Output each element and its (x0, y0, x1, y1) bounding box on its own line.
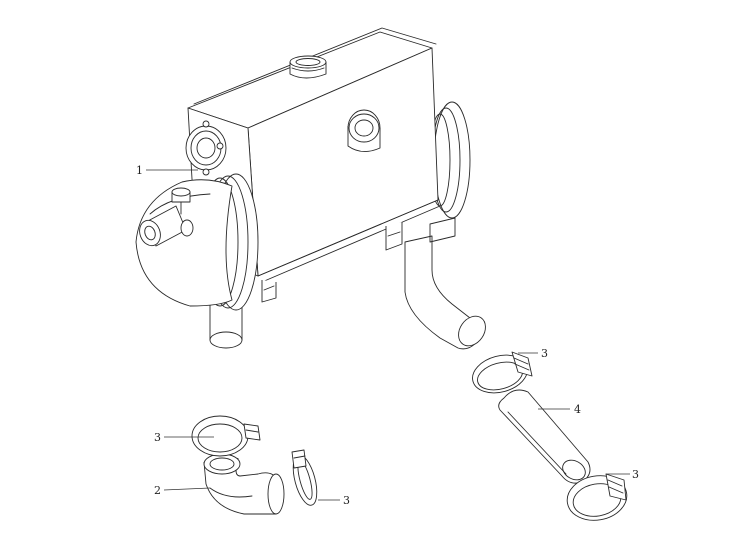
hose-clamp (566, 473, 628, 521)
hose-clamp (191, 415, 261, 457)
callout-1: 1 (136, 164, 143, 177)
callout-labels: 1 2 3 3 3 3 4 (136, 164, 639, 507)
elbow-hose (203, 453, 285, 515)
callout-4: 4 (574, 403, 581, 416)
hose-clamp (472, 351, 533, 394)
heat-exchanger-body (135, 27, 486, 350)
callout-3: 3 (541, 347, 548, 360)
callout-3: 3 (154, 431, 161, 444)
leader-line-2 (163, 487, 211, 491)
callout-3: 3 (632, 468, 639, 481)
callout-3: 3 (343, 494, 350, 507)
hose-clamp (291, 449, 318, 506)
leader-lines (146, 169, 630, 501)
callout-2: 2 (154, 484, 161, 497)
